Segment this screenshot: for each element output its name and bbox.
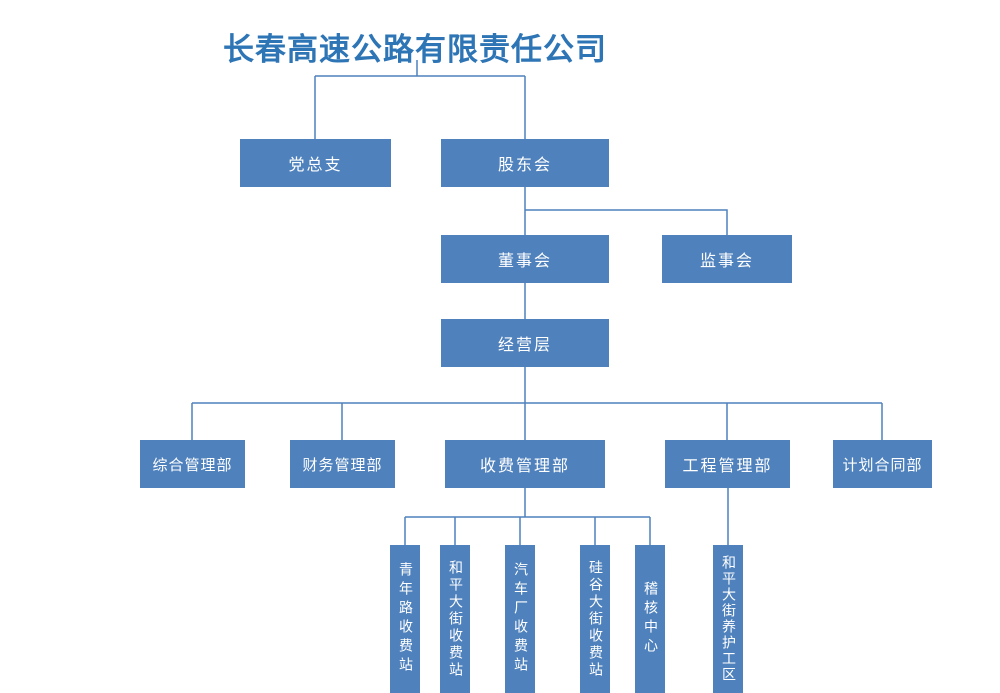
node-dept-general-admin: 综合管理部 xyxy=(140,440,245,488)
node-party-branch: 党总支 xyxy=(240,139,391,187)
org-chart-title: 长春高速公路有限责任公司 xyxy=(223,32,607,68)
node-audit-center: 稽核中心 xyxy=(635,545,665,693)
node-dept-planning-contract: 计划合同部 xyxy=(833,440,932,488)
node-dept-finance: 财务管理部 xyxy=(290,440,395,488)
node-heping-street-maintenance-area: 和平大街养护工区 xyxy=(713,545,743,693)
node-dept-engineering: 工程管理部 xyxy=(665,440,790,488)
node-management-level: 经营层 xyxy=(441,319,609,367)
node-shareholders-meeting: 股东会 xyxy=(441,139,609,187)
node-auto-plant-toll-station: 汽车厂收费站 xyxy=(505,545,535,693)
node-qingnian-road-toll-station: 青年路收费站 xyxy=(390,545,420,693)
node-dept-toll: 收费管理部 xyxy=(445,440,605,488)
node-heping-street-toll-station: 和平大街收费站 xyxy=(440,545,470,693)
node-board-of-directors: 董事会 xyxy=(441,235,609,283)
node-board-of-supervisors: 监事会 xyxy=(662,235,792,283)
node-guigu-street-toll-station: 硅谷大街收费站 xyxy=(580,545,610,693)
